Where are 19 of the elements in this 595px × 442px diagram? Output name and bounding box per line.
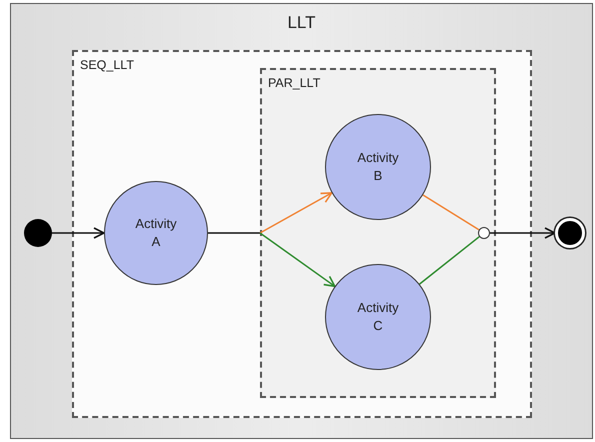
arrow — [490, 227, 556, 239]
dashed-region — [260, 68, 496, 398]
region-title: LLT — [286, 13, 317, 33]
arrow — [260, 232, 336, 288]
end-dot — [555, 218, 585, 248]
frame-box — [10, 3, 593, 439]
connector-line — [208, 232, 260, 234]
region-title: PAR_LLT — [268, 76, 320, 90]
activity-circle: Activity B — [325, 114, 431, 220]
activity-circle: Activity A — [104, 181, 208, 285]
join-circle — [478, 227, 490, 239]
activity-circle: Activity C — [325, 264, 431, 370]
region-title: SEQ_LLT — [80, 58, 134, 72]
start-dot — [24, 219, 52, 247]
connector-line — [419, 236, 480, 285]
connector-line — [422, 194, 480, 230]
dashed-region — [72, 50, 532, 418]
arrow — [260, 192, 332, 234]
arrow — [52, 227, 105, 239]
